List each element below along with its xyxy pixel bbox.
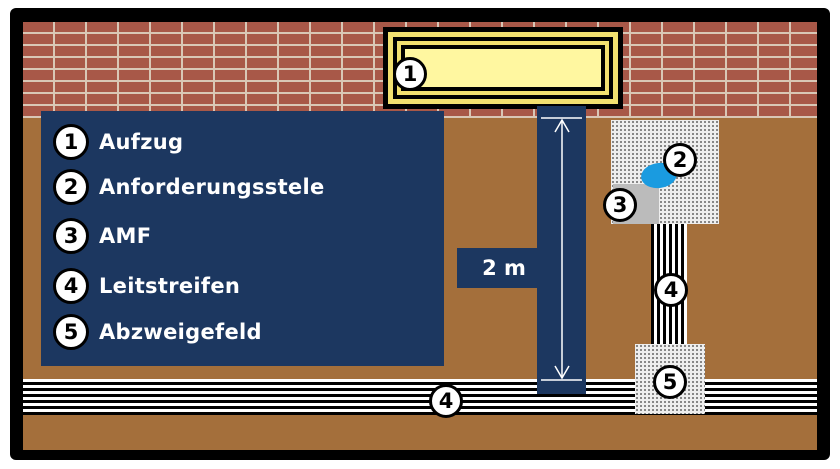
marker-guide-strip-horizontal: 4 xyxy=(429,384,463,418)
double-arrow-icon xyxy=(541,117,582,381)
legend-label: Abzweigefeld xyxy=(99,320,262,344)
legend-label: Anforderungsstele xyxy=(99,175,325,199)
legend-number: 3 xyxy=(53,218,89,254)
legend-label: Aufzug xyxy=(99,130,184,154)
legend-number: 5 xyxy=(53,314,89,350)
legend-label: Leitstreifen xyxy=(99,274,241,298)
legend-item-stele: 2 Anforderungsstele xyxy=(53,167,325,207)
scene: 1 2 3 4 5 2 m 4 1 Aufzug xyxy=(23,22,817,450)
legend-number: 2 xyxy=(53,169,89,205)
legend: 1 Aufzug 2 Anforderungsstele 3 AMF 4 Lei… xyxy=(41,111,444,366)
legend-label: AMF xyxy=(99,224,152,248)
legend-number: 4 xyxy=(53,268,89,304)
marker-number: 1 xyxy=(402,62,418,86)
legend-item-guide-strip: 4 Leitstreifen xyxy=(53,266,240,306)
legend-number: 1 xyxy=(53,124,89,160)
marker-elevator: 1 xyxy=(393,57,427,91)
legend-item-amf: 3 AMF xyxy=(53,216,151,256)
elevator-door xyxy=(405,49,601,87)
marker-stele: 2 xyxy=(663,143,697,177)
legend-item-elevator: 1 Aufzug xyxy=(53,122,183,162)
legend-item-branch-field: 5 Abzweigefeld xyxy=(53,312,262,352)
marker-branch-field: 5 xyxy=(653,365,687,399)
marker-guide-strip-vertical: 4 xyxy=(654,273,688,307)
marker-amf: 3 xyxy=(603,188,637,222)
dimension-label: 2 m xyxy=(457,248,551,288)
